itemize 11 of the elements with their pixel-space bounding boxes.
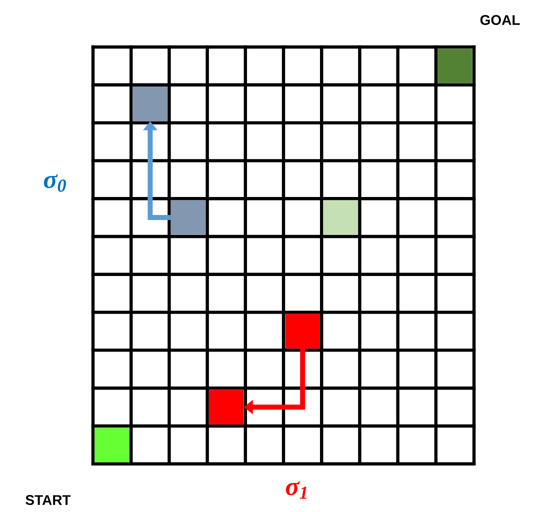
grid-cell [94, 428, 130, 462]
grid-cell [170, 200, 206, 235]
grid-cell [285, 314, 320, 348]
cell-label: GOAL [480, 15, 520, 25]
grid-cell [132, 86, 168, 122]
edge-label: σ$_{0}$ [44, 174, 66, 192]
edge-label: σ$_{1}$ [286, 481, 306, 499]
grid-cell [323, 200, 358, 235]
grid-cell [208, 390, 244, 424]
cell-label: START [26, 495, 71, 505]
grid-cell [438, 48, 472, 84]
